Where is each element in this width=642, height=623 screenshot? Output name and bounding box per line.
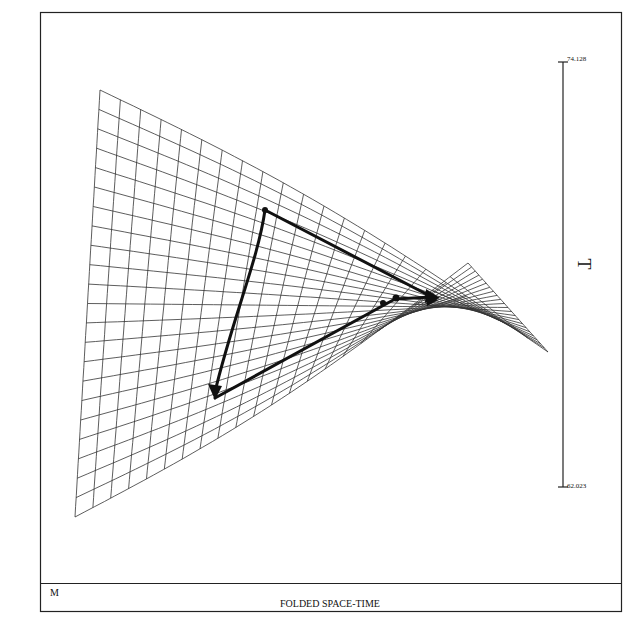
mesh-line: [77, 271, 475, 478]
scale-bar: [558, 62, 568, 487]
mesh-line: [99, 109, 545, 348]
mesh-line: [92, 226, 523, 324]
mesh-line: [86, 304, 504, 323]
path-triangle: [215, 210, 432, 398]
mesh-line: [76, 267, 472, 498]
mesh-line: [361, 269, 426, 343]
figure-caption: FOLDED SPACE-TIME: [280, 599, 380, 609]
scale-max: 74.128: [567, 56, 586, 63]
mesh-line: [82, 287, 490, 400]
mesh-line: [84, 295, 497, 361]
mesh-line: [98, 129, 541, 344]
mesh-line: [97, 148, 537, 340]
mesh-line: [94, 187, 530, 332]
surface-mesh: [75, 90, 548, 517]
mesh-line: [91, 245, 519, 319]
path-dots: [262, 207, 400, 306]
outer-frame: [41, 13, 622, 612]
mesh-line: [468, 263, 548, 352]
mesh-line: [432, 290, 507, 324]
mesh-line: [75, 263, 468, 517]
scale-min: 62.023: [567, 483, 586, 490]
axis-symbol: T: [575, 259, 593, 270]
mesh-line: [307, 230, 365, 381]
mesh-line: [85, 299, 501, 342]
corner-letter: M: [50, 588, 59, 598]
mesh-line: [414, 304, 487, 310]
arrow-heads: [208, 289, 440, 400]
mesh-line: [343, 256, 406, 356]
caption-divider: [40, 583, 621, 584]
mesh-line: [93, 207, 526, 328]
mesh-line: [78, 275, 479, 459]
mesh-line: [325, 243, 385, 369]
mesh-line: [80, 279, 483, 439]
